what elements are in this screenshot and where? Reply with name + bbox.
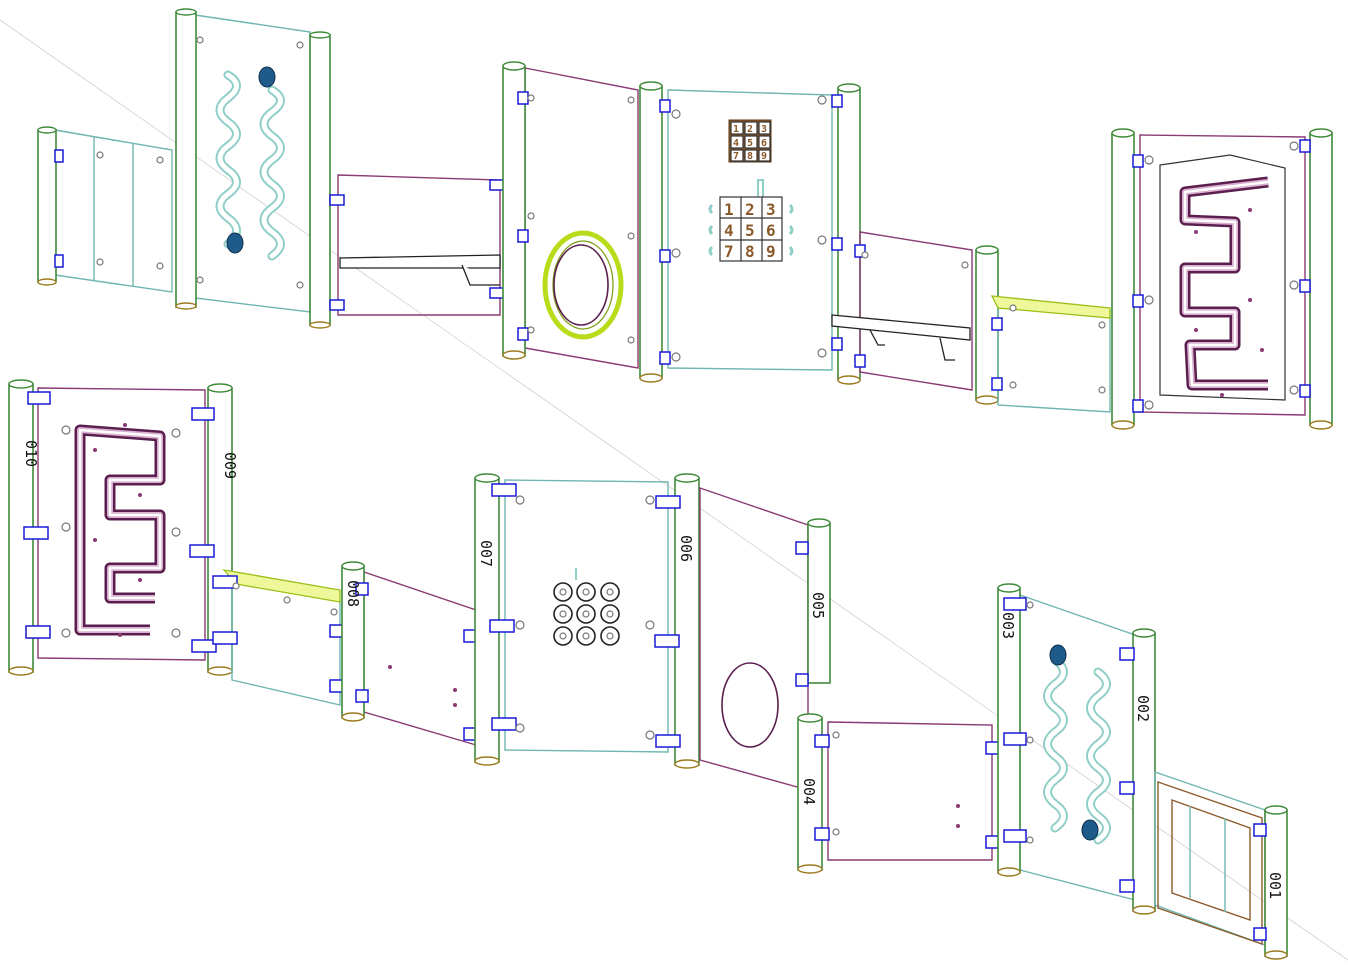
- small-tile-2: 2: [747, 124, 753, 135]
- top-shelf-panel: [990, 295, 1111, 413]
- large-tile-5: 5: [745, 221, 755, 240]
- top-maze-panel: [1111, 128, 1333, 430]
- blue-knob-icon: [226, 232, 244, 254]
- large-tile-1: 1: [724, 200, 734, 219]
- small-tile-8: 8: [747, 151, 753, 162]
- panel-004: 004: [797, 713, 1001, 874]
- panel-shelf-009-008: [212, 569, 345, 706]
- large-number-grid: 1 2 3 4 5 6 7 8 9: [708, 179, 794, 262]
- label-004: 004: [800, 778, 818, 805]
- panel-010-009: 010 009: [8, 379, 239, 676]
- top-number-panel: 1 2 3 4 5 6 7 8 9 1 2 3 4 5 6 7 8 9: [639, 81, 861, 385]
- large-tile-2: 2: [745, 200, 755, 219]
- label-001: 001: [1266, 872, 1284, 899]
- small-tile-9: 9: [761, 151, 767, 162]
- panel-001: 001: [1154, 771, 1288, 960]
- large-tile-3: 3: [766, 200, 776, 219]
- label-006: 006: [677, 535, 695, 562]
- top-wave-panel: [175, 8, 331, 329]
- small-tile-1: 1: [733, 124, 739, 135]
- small-tile-7: 7: [733, 151, 739, 162]
- large-tile-9: 9: [766, 242, 776, 261]
- top-gate-panel: [37, 126, 173, 293]
- label-010: 010: [22, 440, 40, 467]
- small-tile-3: 3: [761, 124, 767, 135]
- large-tile-4: 4: [724, 221, 734, 240]
- top-bench-panel-2: [831, 231, 999, 405]
- guide-line: [0, 19, 1348, 961]
- small-tile-5: 5: [747, 138, 753, 149]
- blue-knob-icon: [1081, 819, 1099, 841]
- small-tile-4: 4: [733, 138, 739, 149]
- label-008: 008: [344, 580, 362, 607]
- knob-grid: [553, 568, 620, 646]
- top-ring-panel: [502, 61, 639, 369]
- panel-008: 008: [341, 561, 477, 746]
- label-005: 005: [809, 592, 827, 619]
- panel-007: 007 006: [474, 473, 700, 769]
- blue-knob-icon: [1049, 644, 1067, 666]
- large-tile-7: 7: [724, 242, 734, 261]
- blue-knob-icon: [258, 66, 276, 88]
- panel-003-002: 003 002: [997, 583, 1156, 915]
- large-tile-8: 8: [745, 242, 755, 261]
- top-bench-panel: [329, 174, 505, 316]
- small-number-grid: 1 2 3 4 5 6 7 8 9: [728, 119, 772, 163]
- label-007: 007: [477, 540, 495, 567]
- large-tile-6: 6: [766, 221, 776, 240]
- label-009: 009: [221, 452, 239, 479]
- label-003: 003: [999, 612, 1017, 639]
- small-tile-6: 6: [761, 138, 767, 149]
- label-002: 002: [1134, 695, 1152, 722]
